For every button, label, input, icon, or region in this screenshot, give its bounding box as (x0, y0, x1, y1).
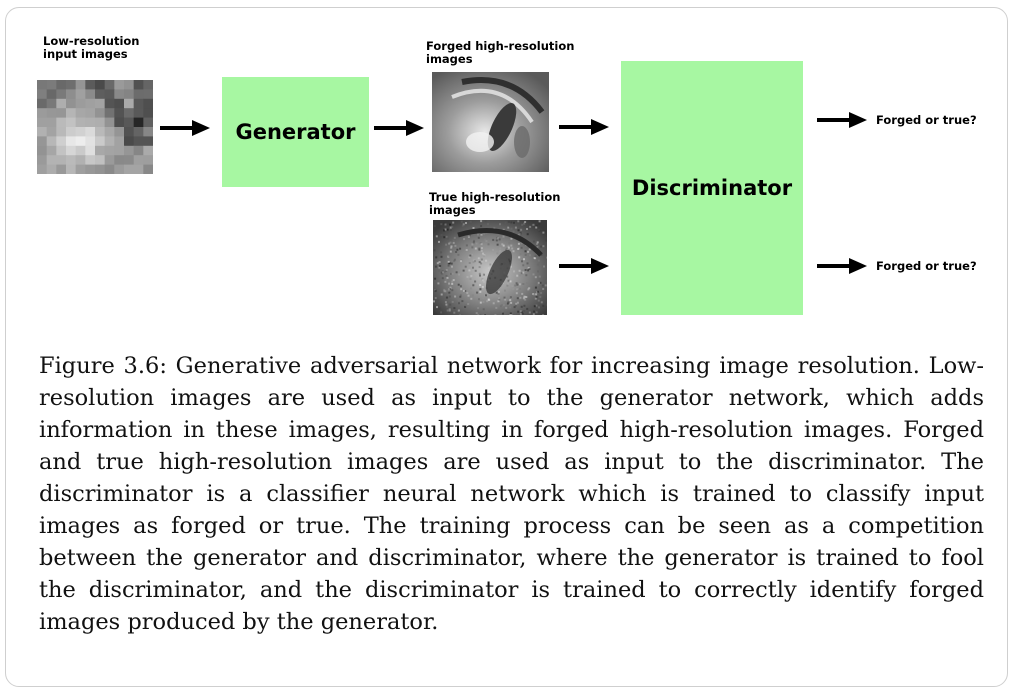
low-res-image (37, 80, 153, 174)
forged-images-label: Forged high-resolution images (426, 39, 575, 66)
arrow-icon (817, 112, 867, 128)
arrow-icon (817, 258, 867, 274)
figure-caption: Figure 3.6: Generative adversarial netwo… (39, 353, 984, 635)
generator-box: Generator (222, 77, 369, 187)
arrow-icon (559, 258, 609, 274)
true-image (433, 220, 547, 315)
low-res-label: Low-resolution input images (43, 34, 140, 61)
arrow-icon (559, 119, 609, 135)
arrow-icon (160, 120, 210, 136)
output-label-2: Forged or true? (876, 259, 977, 273)
output-label-1: Forged or true? (876, 113, 977, 127)
arrow-icon (374, 120, 424, 136)
discriminator-box: Discriminator (621, 61, 803, 315)
forged-image (432, 72, 549, 172)
true-images-label: True high-resolution images (429, 190, 561, 217)
